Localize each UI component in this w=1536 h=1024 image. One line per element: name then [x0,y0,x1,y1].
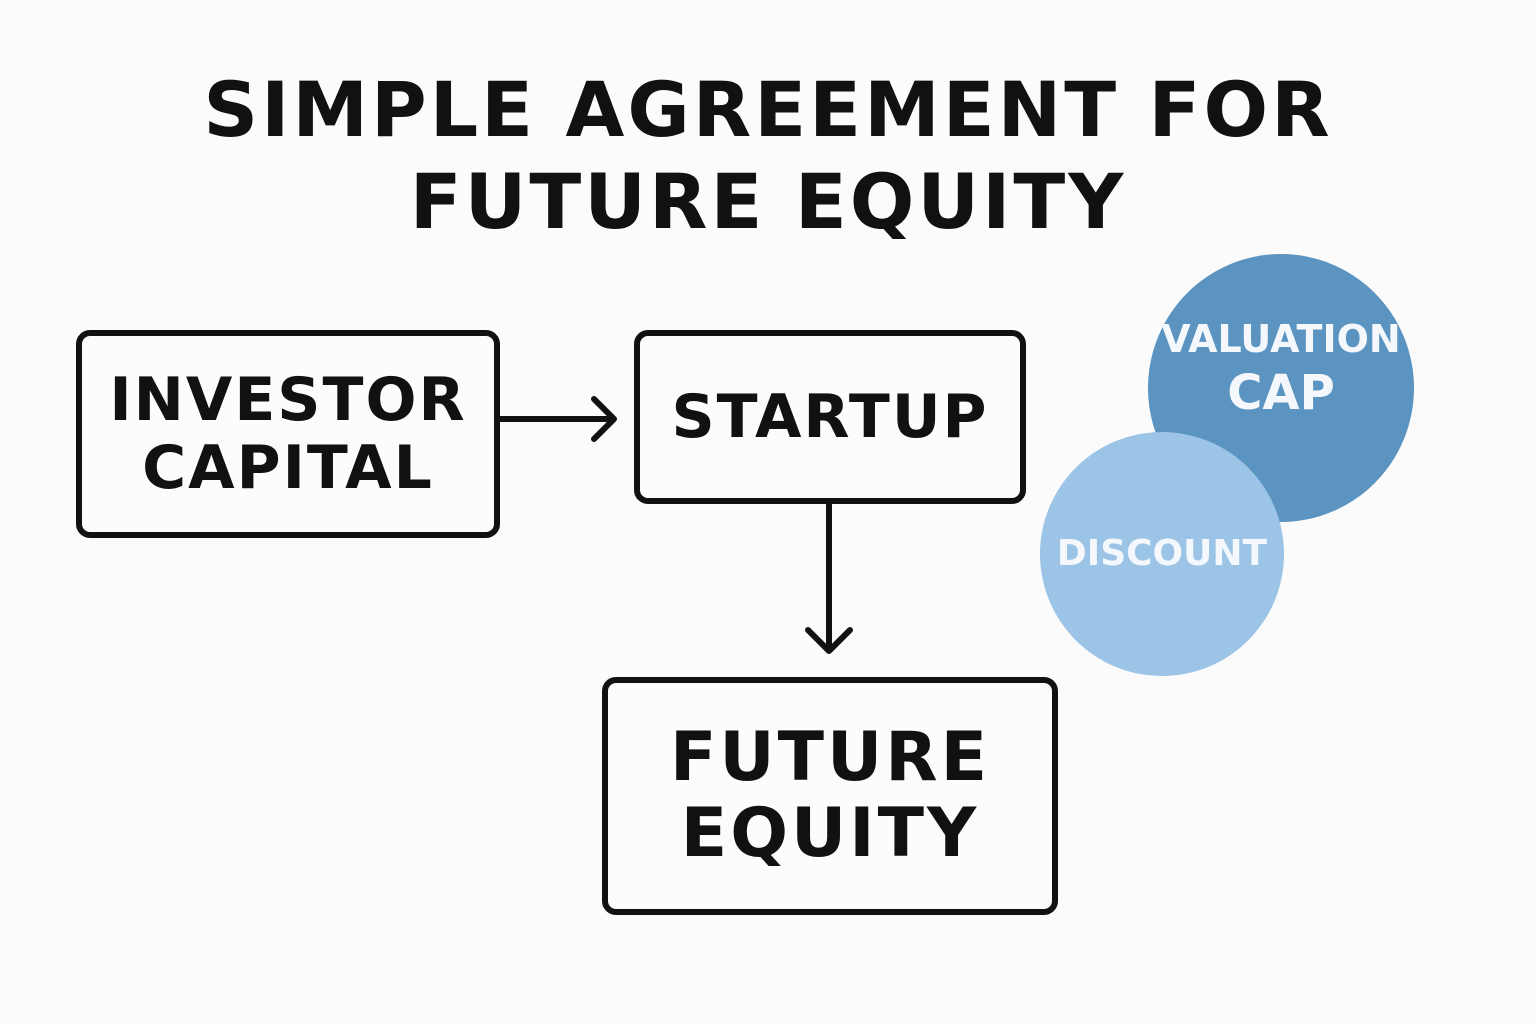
valuation-cap-circle: VALUATION CAP [1148,254,1414,522]
investor-capital-line-1: INVESTOR [109,365,467,435]
arrow-startup-to-equity [805,501,853,654]
title-line-1: SIMPLE AGREEMENT FOR [203,65,1333,154]
valuation-cap-line-2: CAP [1227,365,1335,421]
arrow-investor-to-startup [497,396,617,442]
future-equity-line-2: EQUITY [680,794,980,873]
title-line-2: FUTURE EQUITY [409,157,1127,246]
startup-label: STARTUP [671,382,989,452]
investor-capital-box: INVESTOR CAPITAL [76,330,500,538]
discount-circle: DISCOUNT [1040,432,1284,676]
valuation-cap-text: VALUATION CAP [1161,314,1400,422]
future-equity-line-1: FUTURE [669,718,991,797]
discount-label: DISCOUNT [1056,533,1268,574]
startup-box: STARTUP [634,330,1026,504]
diagram-title: SIMPLE AGREEMENT FOR FUTURE EQUITY [0,64,1536,248]
future-equity-box: FUTURE EQUITY [602,677,1058,915]
valuation-cap-line-1: VALUATION [1161,317,1401,361]
investor-capital-line-2: CAPITAL [142,433,434,503]
